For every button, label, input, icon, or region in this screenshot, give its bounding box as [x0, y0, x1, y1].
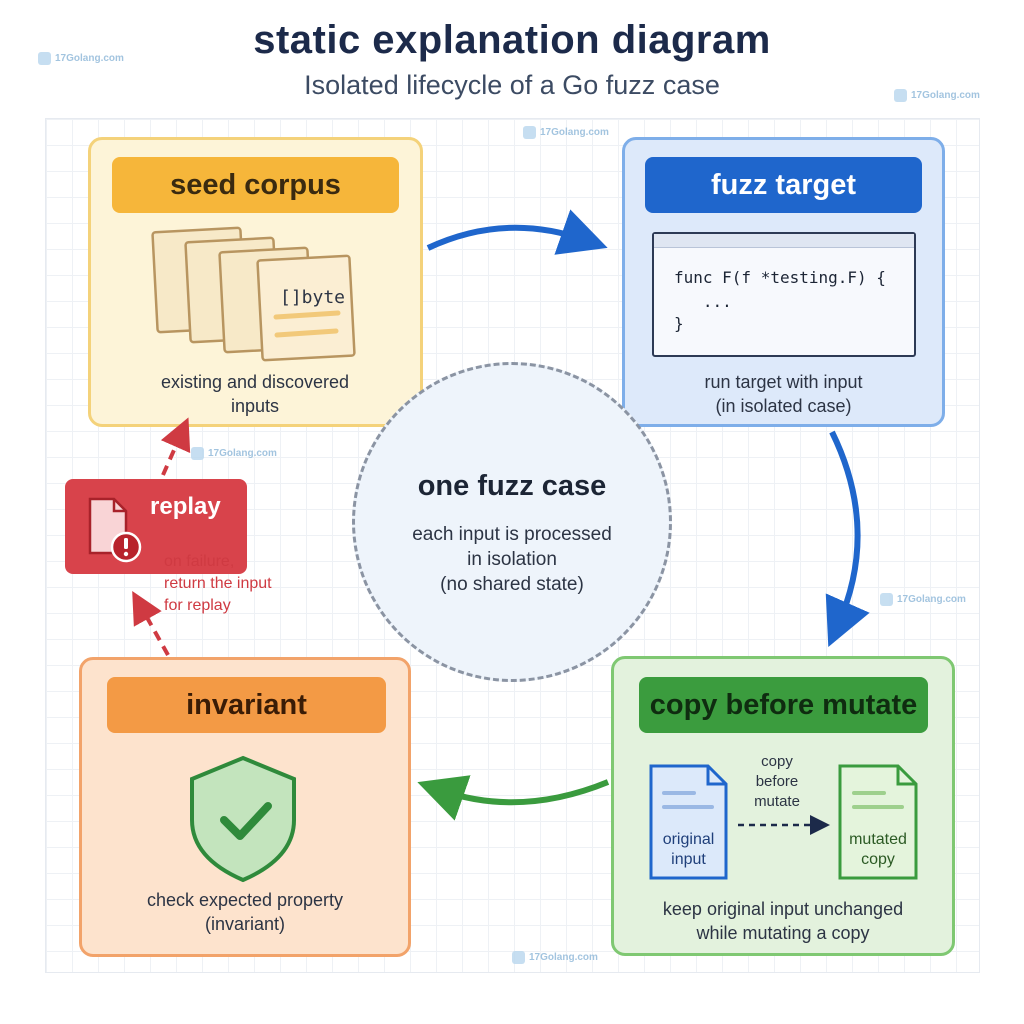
seed-corpus-header: seed corpus: [112, 157, 399, 213]
arrow-target-to-copy: [825, 430, 870, 647]
seed-corpus-caption: existing and discovered inputs: [160, 372, 350, 416]
original-input-label: original input: [662, 831, 715, 868]
invariant-caption: check expected property (invariant): [146, 890, 344, 934]
watermark: 17Golang.com: [191, 447, 277, 460]
code-window: func F(f *testing.F) { ... }: [652, 232, 916, 357]
watermark-logo-icon: [512, 951, 525, 964]
code-window-titlebar: [654, 234, 914, 248]
document-error-icon: [88, 497, 142, 563]
mutated-copy-label: mutated copy: [849, 831, 907, 868]
arrow-invariant-to-replay: [132, 591, 170, 656]
copy-arrow-label: copy before mutate: [754, 753, 800, 810]
code-line: func F(f *testing.F) {: [674, 268, 886, 287]
watermark-logo-icon: [191, 447, 204, 460]
watermark-logo-icon: [880, 593, 893, 606]
watermark: 17Golang.com: [512, 951, 598, 964]
watermark: 17Golang.com: [38, 52, 124, 65]
code-line: ...: [674, 292, 732, 311]
page-title: static explanation diagram: [253, 18, 771, 62]
original-input-doc: [649, 764, 728, 880]
copy-before-mutate-header: copy before mutate: [639, 677, 928, 733]
mutated-copy-doc: [838, 764, 918, 880]
arrow-copy-to-invariant: [417, 775, 610, 821]
watermark-logo-icon: [523, 126, 536, 139]
seed-card-label: []byte: [280, 287, 346, 308]
invariant-header: invariant: [107, 677, 386, 733]
code-line: }: [674, 314, 684, 333]
replay-note: on failure, return the input for replay: [164, 553, 272, 614]
shield-check-icon: [190, 755, 296, 883]
watermark: 17Golang.com: [523, 126, 609, 139]
center-description: each input is processed in isolation (no…: [412, 524, 612, 595]
watermark: 17Golang.com: [880, 593, 966, 606]
watermark-logo-icon: [894, 89, 907, 102]
watermark: 17Golang.com: [894, 89, 980, 102]
replay-label: replay: [150, 493, 221, 520]
copy-before-mutate-caption: keep original input unchanged while muta…: [662, 899, 904, 943]
watermark-logo-icon: [38, 52, 51, 65]
center-title: one fuzz case: [417, 470, 607, 502]
arrow-seed-to-target: [426, 209, 608, 255]
arrow-replay-to-seed: [160, 417, 191, 476]
fuzz-target-header: fuzz target: [645, 157, 922, 213]
page-subtitle: Isolated lifecycle of a Go fuzz case: [304, 70, 720, 100]
seed-cards-illustration: [151, 226, 356, 362]
fuzz-target-caption: run target with input (in isolated case): [704, 372, 863, 416]
fuzz-case-circle: [352, 362, 672, 682]
